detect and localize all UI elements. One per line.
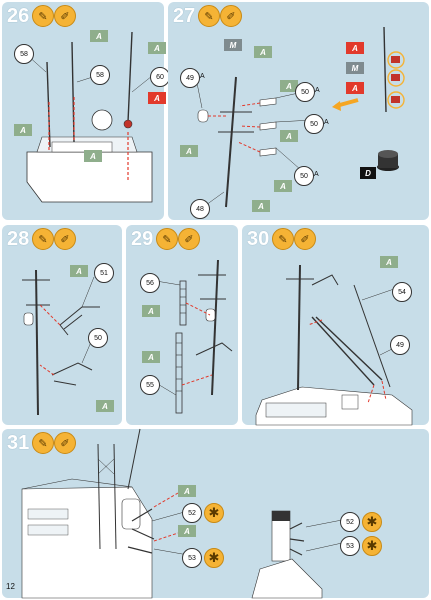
step-31-drawing xyxy=(21,428,343,599)
brush-icon: ✐ xyxy=(54,432,76,454)
glue-icon: ✎ xyxy=(32,5,54,27)
paint-swatch: A xyxy=(274,180,292,192)
step-31-panel: 31 ✎ ✐ A A 52 ✱ 53 ✱ 52 ✱ 53 ✱ xyxy=(2,428,429,599)
paint-swatch: A xyxy=(180,145,198,157)
part-callout: 52 xyxy=(182,503,202,523)
step-28-drawing xyxy=(22,269,100,416)
paint-swatch: A xyxy=(90,30,108,42)
step-number: 31 xyxy=(7,432,30,454)
part-callout: 51 xyxy=(94,263,114,283)
paint-swatch-red: A xyxy=(346,82,364,94)
part-callout: 52 xyxy=(340,512,360,532)
part-callout: 48 xyxy=(190,199,210,219)
paint-swatch: A xyxy=(380,256,398,268)
paint-swatch: A xyxy=(148,42,166,54)
paint-swatch: A xyxy=(280,130,298,142)
step-number: 27 xyxy=(173,5,196,27)
step-number: 29 xyxy=(131,228,154,250)
glue-icon: ✱ xyxy=(362,536,382,556)
brush-icon: ✐ xyxy=(220,5,242,27)
step-27-panel: 27 ✎ ✐ xyxy=(168,2,429,220)
step-number: 26 xyxy=(7,5,30,27)
part-callout: 50 xyxy=(294,166,314,186)
glue-icon: ✱ xyxy=(362,512,382,532)
step-29-drawing xyxy=(155,259,233,414)
part-suffix: A xyxy=(324,119,329,126)
part-suffix: A xyxy=(314,171,319,178)
part-callout: 60 xyxy=(150,67,170,87)
part-suffix: A xyxy=(315,87,320,94)
paint-swatch-metal: M xyxy=(346,62,364,74)
paint-swatch-red: A xyxy=(148,92,166,104)
part-callout: 50 xyxy=(88,328,108,348)
brush-icon: ✐ xyxy=(54,228,76,250)
paint-swatch-metal: M xyxy=(224,39,242,51)
step-30-panel: 30 ✎ ✐ A 54 49 xyxy=(242,225,429,426)
part-callout: 49 xyxy=(180,68,200,88)
step-27-drawing xyxy=(195,26,405,208)
part-callout: 50 xyxy=(304,114,324,134)
paint-swatch-red: A xyxy=(346,42,364,54)
paint-swatch: A xyxy=(142,351,160,363)
glue-icon: ✱ xyxy=(204,503,224,523)
part-callout: 58 xyxy=(90,65,110,85)
paint-swatch: A xyxy=(254,46,272,58)
part-callout: 53 xyxy=(182,548,202,568)
paint-swatch: A xyxy=(14,124,32,136)
glue-icon: ✎ xyxy=(198,5,220,27)
part-callout: 53 xyxy=(340,536,360,556)
glue-icon: ✎ xyxy=(32,432,54,454)
brush-icon: ✐ xyxy=(294,228,316,250)
step-28-panel: 28 ✎ ✐ A A 51 50 xyxy=(2,225,122,425)
paint-swatch: A xyxy=(280,80,298,92)
glue-icon: ✱ xyxy=(204,548,224,568)
part-callout: 58 xyxy=(14,44,34,64)
step-26-panel: 26 ✎ ✐ 58 58 60 A A A A A xyxy=(2,2,170,220)
part-callout: 50 xyxy=(295,82,315,102)
glue-icon: ✎ xyxy=(156,228,178,250)
brush-icon: ✐ xyxy=(54,5,76,27)
step-29-panel: 29 ✎ ✐ A A 56 55 xyxy=(126,225,238,425)
brush-icon: ✐ xyxy=(178,228,200,250)
paint-swatch: A xyxy=(96,400,114,412)
paint-swatch: A xyxy=(142,305,160,317)
step-number: 30 xyxy=(247,228,270,250)
step-30-drawing xyxy=(255,264,413,426)
glue-icon: ✎ xyxy=(272,228,294,250)
paint-swatch: A xyxy=(84,150,102,162)
part-callout: 55 xyxy=(140,375,160,395)
part-callout: 54 xyxy=(392,282,412,302)
step-number: 28 xyxy=(7,228,30,250)
part-suffix: A xyxy=(200,73,205,80)
paint-swatch: A xyxy=(178,525,196,537)
paint-swatch: A xyxy=(70,265,88,277)
decal-swatch: D xyxy=(360,167,376,179)
part-callout: 49 xyxy=(390,335,410,355)
page-number: 12 xyxy=(6,582,15,591)
glue-icon: ✎ xyxy=(32,228,54,250)
paint-swatch: A xyxy=(252,200,270,212)
paint-swatch: A xyxy=(178,485,196,497)
step-26-drawing xyxy=(25,31,153,203)
part-callout: 56 xyxy=(140,273,160,293)
